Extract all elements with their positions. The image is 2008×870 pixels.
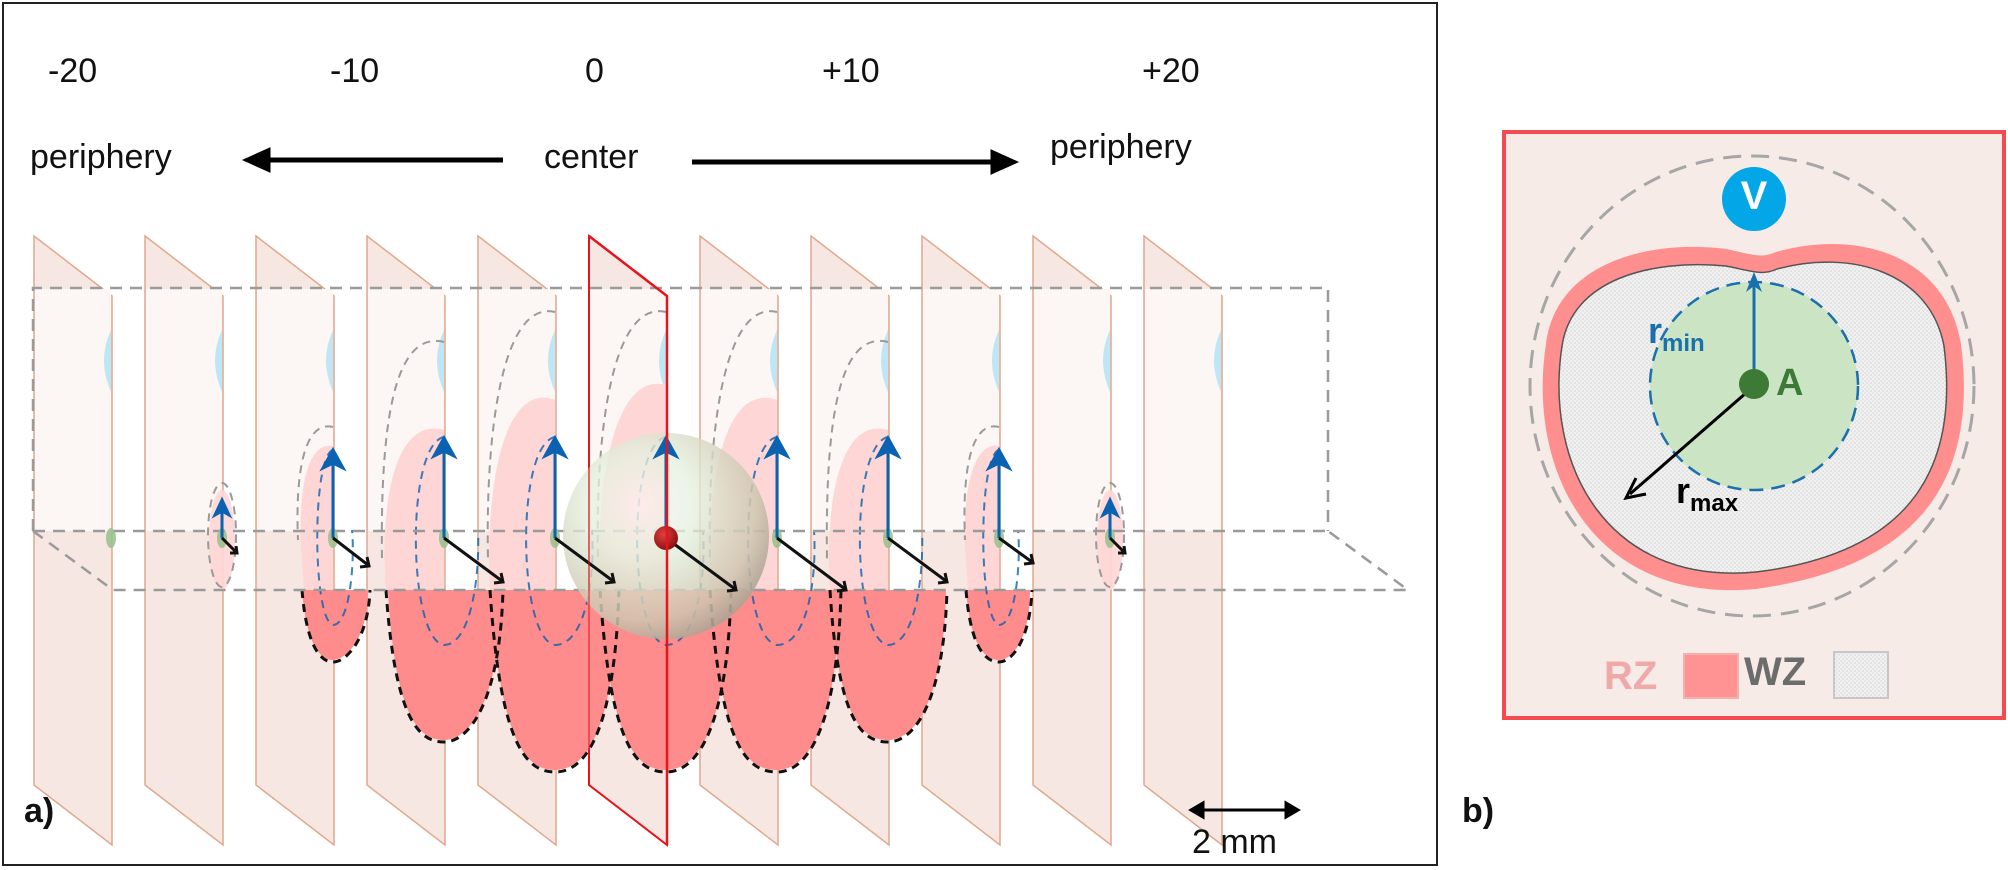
legend-rz-label: RZ bbox=[1604, 654, 1658, 698]
scale-bar-label: 2 mm bbox=[1192, 823, 1277, 861]
wz-swatch bbox=[1833, 651, 1889, 699]
rmax-symbol: r bbox=[1676, 470, 1691, 511]
rz-swatch bbox=[1683, 653, 1739, 699]
rmax-subscript: max bbox=[1690, 490, 1739, 517]
legend-wz-label: WZ bbox=[1744, 650, 1807, 694]
rmin-arrow-icon bbox=[1746, 272, 1762, 292]
direction-arrows bbox=[241, 147, 1020, 175]
panel-b-diagram bbox=[1528, 154, 1976, 699]
rmax-label: rmax bbox=[1676, 470, 1738, 517]
position-label-plus-20: +20 bbox=[1142, 52, 1200, 90]
panel-b-letter: b) bbox=[1462, 792, 1495, 830]
vessel-label: V bbox=[1740, 174, 1768, 218]
max-extent-outline bbox=[1528, 154, 1976, 618]
right-periphery-label: periphery bbox=[1050, 128, 1192, 166]
highlighted-plane bbox=[588, 235, 669, 845]
rmin-symbol: r bbox=[1648, 310, 1663, 351]
left-periphery-label: periphery bbox=[30, 138, 172, 176]
rmax-arrow-icon bbox=[1623, 477, 1647, 501]
position-label-0: 0 bbox=[585, 52, 604, 90]
panel-a-letter: a) bbox=[24, 792, 55, 830]
center-label: center bbox=[544, 138, 639, 176]
vessel-icon bbox=[1722, 167, 1786, 231]
applicator-label: A bbox=[1776, 362, 1804, 404]
radius-arrows bbox=[211, 434, 1127, 593]
vessel-cross-sections bbox=[104, 330, 1221, 392]
scale-bar bbox=[1188, 800, 1301, 820]
panel-b-frame: V A rmin rmax RZ WZ bbox=[1502, 130, 2006, 720]
rmin-label: rmin bbox=[1648, 310, 1705, 357]
position-label-plus-10: +10 bbox=[822, 52, 880, 90]
applicator-dot-icon bbox=[1739, 369, 1769, 399]
position-label-minus-20: -20 bbox=[48, 52, 98, 90]
rmin-subscript: min bbox=[1662, 330, 1705, 357]
position-label-minus-10: -10 bbox=[330, 52, 380, 90]
